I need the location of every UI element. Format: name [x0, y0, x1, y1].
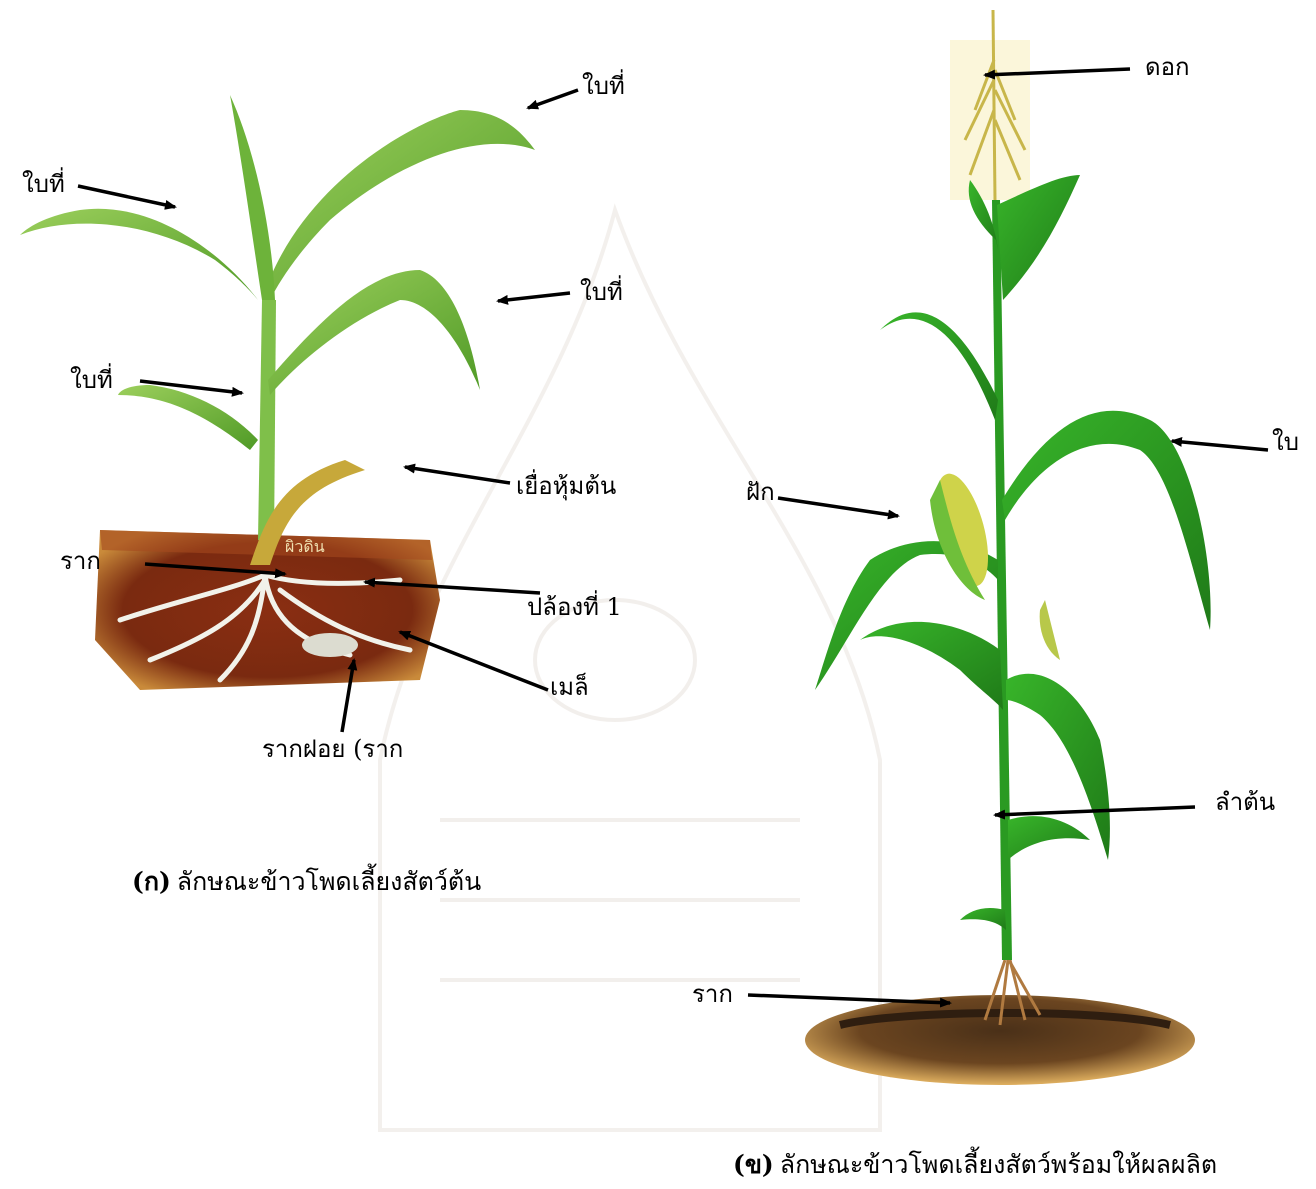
leaf-top-right [262, 110, 535, 300]
caption-left-letter: (ก) [132, 867, 171, 896]
label-leaf-upper-left: ใบที่ [22, 172, 65, 196]
label-ear: ฝัก [746, 480, 775, 504]
label-flower: ดอก [1145, 55, 1190, 79]
label-leaf-lower-left: ใบที่ [70, 368, 113, 392]
caption-left-text: ลักษณะข้าวโพดเลี้ยงสัตว์ต้น [177, 867, 481, 896]
label-coleoptile: เยื่อหุ้มต้น [516, 474, 616, 498]
label-leaf-right: ใบ [1272, 430, 1299, 454]
leaf-upper-left [20, 209, 258, 300]
watermark-logo [380, 210, 880, 1130]
caption-right-letter: (ข) [733, 1150, 774, 1179]
label-root-left: ราก [60, 549, 101, 573]
label-leaf-middle-right: ใบที่ [580, 280, 623, 304]
label-leaf-top-right: ใบที่ [582, 74, 625, 98]
soil-surface-label: ผิวดิน [285, 537, 325, 556]
soil-mound [805, 995, 1195, 1085]
label-seed: เมล็ [550, 675, 589, 699]
label-internode: ปล้องที่ 1 [527, 595, 622, 619]
label-root-right: ราก [692, 982, 733, 1006]
leaf-top-center [230, 95, 275, 300]
caption-right: (ข)ลักษณะข้าวโพดเลี้ยงสัตว์พร้อมให้ผลผลิ… [733, 1145, 1217, 1185]
caption-right-text: ลักษณะข้าวโพดเลี้ยงสัตว์พร้อมให้ผลผลิต [780, 1150, 1217, 1179]
label-stem: ลำต้น [1215, 790, 1275, 814]
leaf-lower-left [118, 385, 258, 450]
mature-corn-plant [805, 10, 1211, 1085]
caption-left: (ก)ลักษณะข้าวโพดเลี้ยงสัตว์ต้น [132, 862, 481, 902]
leaf-middle-right [268, 270, 480, 395]
label-fibrous-root: รากฝอย (ราก [262, 737, 403, 761]
